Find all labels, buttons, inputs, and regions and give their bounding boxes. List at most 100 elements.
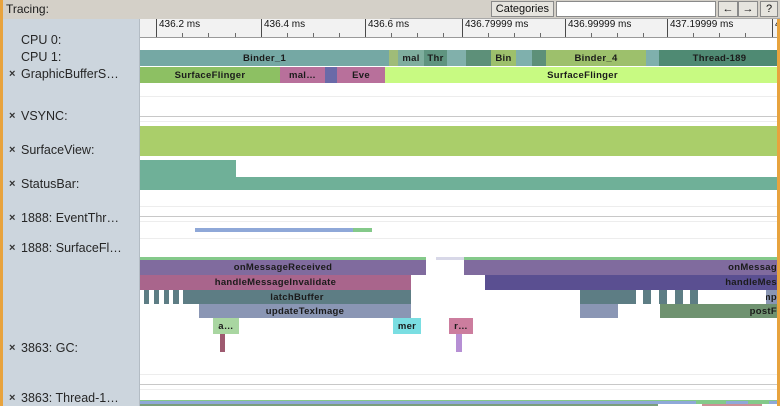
ruler-minor-tick — [745, 33, 746, 37]
timeline-slice[interactable] — [389, 50, 398, 66]
timeline-slice[interactable] — [140, 404, 658, 406]
timeline-slice[interactable]: mal — [398, 50, 424, 66]
timeline-slice[interactable] — [464, 257, 624, 260]
ruler-minor-tick — [287, 33, 288, 37]
track-name-text: VSYNC: — [21, 108, 68, 123]
timeline-slice[interactable] — [456, 334, 462, 352]
timeline-slice[interactable] — [580, 290, 636, 304]
timeline-slice[interactable]: mer — [393, 318, 421, 334]
close-icon[interactable]: × — [9, 341, 16, 354]
ruler-minor-tick — [235, 33, 236, 37]
timeline-slice[interactable]: updateTexImage — [199, 304, 411, 318]
track-name-text: 3863: GC: — [21, 340, 78, 355]
close-icon[interactable]: × — [9, 67, 16, 80]
timeline-slice[interactable]: mal… — [280, 67, 325, 83]
timeline-slice[interactable]: Thr — [424, 50, 447, 66]
search-input[interactable] — [556, 1, 716, 17]
track-label-statusbar: × StatusBar: — [3, 175, 143, 192]
prev-result-button[interactable]: ← — [718, 1, 738, 17]
track-label-cpu-1: CPU 1: — [3, 48, 143, 65]
track-name-text: 1888: SurfaceFl… — [21, 240, 122, 255]
timeline-slice[interactable]: latchBuffer — [183, 290, 411, 304]
timeline-slice[interactable]: SurfaceFlinger — [385, 67, 780, 83]
close-icon[interactable]: × — [9, 109, 16, 122]
timeline-slice[interactable] — [353, 228, 372, 232]
next-result-button[interactable]: → — [738, 1, 758, 17]
close-icon[interactable]: × — [9, 391, 16, 404]
timeline-slice[interactable] — [173, 290, 179, 304]
row-separator — [140, 384, 780, 385]
timeline-slice[interactable] — [643, 290, 651, 304]
timeline-slice[interactable]: Bin — [491, 50, 516, 66]
timeline-slice[interactable] — [195, 228, 353, 232]
timeline-slice[interactable] — [466, 50, 491, 66]
timeline-slice[interactable]: SurfaceFlinger — [140, 67, 280, 83]
timeline-slice[interactable] — [532, 50, 546, 66]
categories-button[interactable]: Categories — [490, 1, 554, 17]
ruler-minor-tick — [313, 33, 314, 37]
timeline-slice[interactable] — [748, 401, 769, 404]
ruler-tick-label: 436.99999 ms — [565, 19, 631, 37]
timeline-slice[interactable]: doComp — [766, 290, 780, 304]
window-right-edge — [777, 19, 780, 406]
close-icon[interactable]: × — [9, 211, 16, 224]
timeline-slice[interactable]: a… — [213, 318, 239, 334]
timeline-slice[interactable] — [726, 401, 748, 404]
timeline-slice[interactable] — [580, 304, 618, 318]
timeline-slice[interactable]: calculat… — [702, 404, 762, 406]
timeline-slice[interactable] — [144, 290, 149, 304]
timeline-slice[interactable]: r… — [449, 318, 473, 334]
timeline-slice[interactable] — [516, 50, 532, 66]
timeline-slice[interactable] — [140, 126, 780, 156]
track-name-text: 1888: EventThr… — [21, 210, 119, 225]
timeline-slice[interactable]: Thread-189 — [659, 50, 780, 66]
help-button[interactable]: ? — [760, 1, 778, 17]
timeline-slice[interactable] — [646, 50, 659, 66]
timeline-slice[interactable] — [140, 401, 696, 404]
timeline-slice[interactable] — [325, 67, 337, 83]
ruler-minor-tick — [182, 33, 183, 37]
timeline-slice[interactable]: onMessag — [464, 260, 780, 275]
ruler-minor-tick — [391, 33, 392, 37]
timeline-slice[interactable]: Binder_1 — [140, 50, 389, 66]
timeline-slice[interactable] — [769, 401, 780, 404]
close-icon[interactable]: × — [9, 177, 16, 190]
timeline-slice[interactable] — [140, 177, 780, 190]
track-label-thread-1: ×3863: Thread-1… — [3, 389, 143, 406]
track-name-text: StatusBar: — [21, 176, 80, 191]
timeline-slice[interactable] — [436, 257, 464, 260]
ruler-minor-tick — [693, 33, 694, 37]
row-separator — [140, 238, 780, 239]
timeline-slice[interactable]: handleMes — [485, 275, 780, 290]
timeline-slice[interactable]: handleMessageInvalidate — [140, 275, 411, 290]
timeline-slice[interactable]: postF — [660, 304, 780, 318]
timeline-slice[interactable]: onMessageReceived — [140, 260, 426, 275]
timeline-slice[interactable]: Eve — [337, 67, 385, 83]
track-name-text: CPU 1: — [21, 49, 62, 64]
timeline-slice[interactable] — [154, 290, 159, 304]
close-icon[interactable]: × — [9, 143, 16, 156]
window-toolbar: Tracing: Categories ← → ? — [0, 0, 780, 19]
timeline-slice[interactable] — [220, 334, 225, 352]
track-name-text: CPU 0: — [21, 32, 62, 47]
timeline-slice[interactable] — [164, 290, 169, 304]
timeline-slice[interactable] — [659, 290, 667, 304]
row-separator — [140, 121, 780, 122]
track-label-cpu-0: CPU 0: — [3, 31, 143, 48]
timeline-slice[interactable]: Binder_4 — [546, 50, 646, 66]
ruler-minor-tick — [339, 33, 340, 37]
toolbar-left-section: Tracing: — [0, 0, 390, 19]
ruler-minor-tick — [617, 33, 618, 37]
ruler-tick-label: 436.6 ms — [365, 19, 409, 37]
ruler-minor-tick — [719, 33, 720, 37]
timeline-slice[interactable] — [447, 50, 466, 66]
timeline-slice[interactable] — [675, 290, 683, 304]
timeline-slice[interactable] — [624, 257, 780, 260]
track-name-text: SurfaceView: — [21, 142, 95, 157]
close-icon[interactable]: × — [9, 241, 16, 254]
timeline-slice[interactable] — [140, 257, 426, 260]
timeline-slice[interactable] — [690, 290, 698, 304]
timeline-slice[interactable] — [708, 401, 726, 404]
